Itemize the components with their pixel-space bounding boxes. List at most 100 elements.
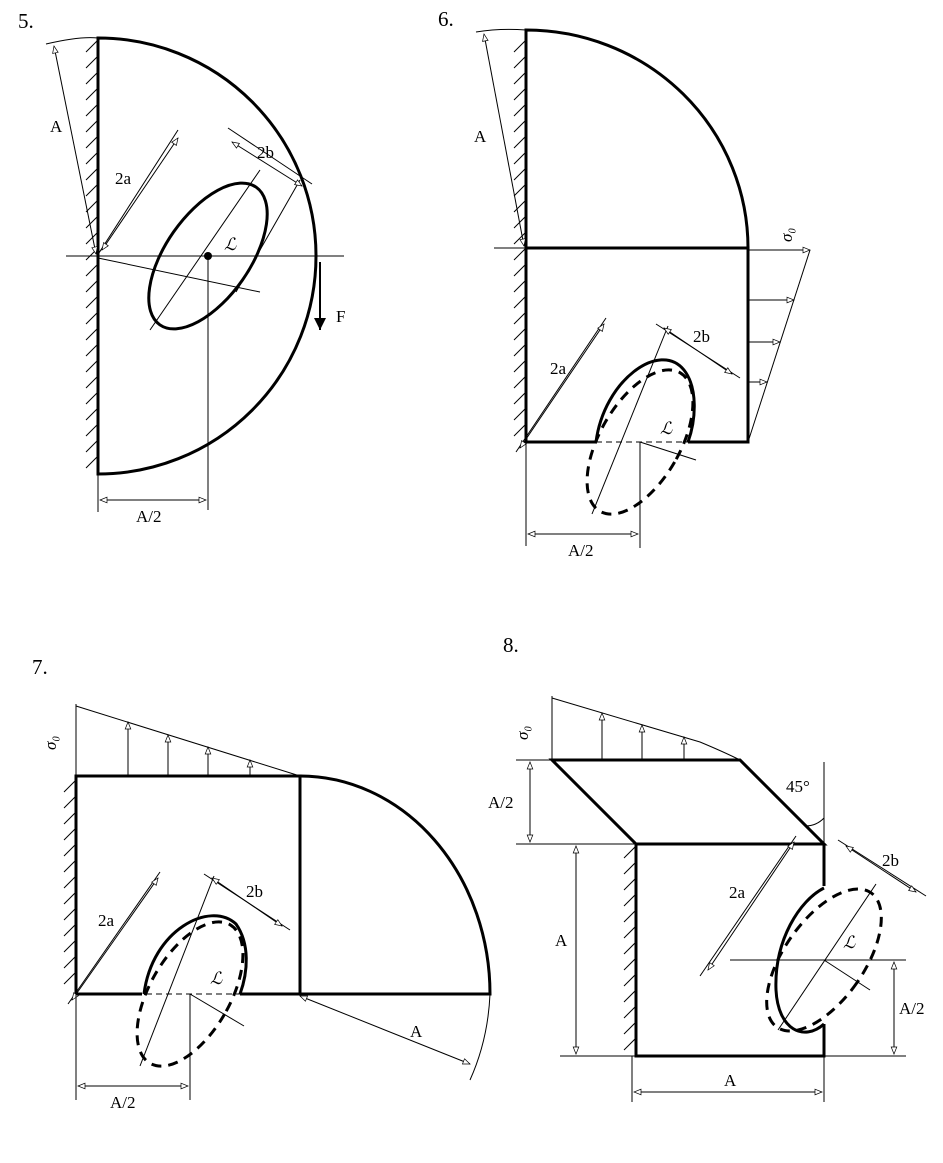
- hatch-line: [63, 859, 77, 873]
- label-sigma: σ₀: [777, 228, 796, 242]
- label-A: A: [474, 127, 487, 146]
- quarter-disc-body: [524, 28, 750, 250]
- hatch-line: [63, 827, 77, 841]
- hatch-line: [85, 439, 99, 453]
- hatch-line: [513, 55, 527, 69]
- hatch-line: [623, 925, 637, 939]
- ext-line: [639, 441, 697, 461]
- hatch-line: [513, 119, 527, 133]
- label-alpha: ℒ: [224, 235, 237, 254]
- distributed-load: [75, 704, 301, 777]
- hatch-line: [63, 971, 77, 985]
- dimension-line-2b: [663, 327, 733, 375]
- extension-arc: [469, 993, 491, 1081]
- hatch-line: [513, 327, 527, 341]
- rectangular-body: [74, 774, 302, 996]
- hatch-line: [513, 295, 527, 309]
- hatch-line: [85, 119, 99, 133]
- hatch-line: [513, 407, 527, 421]
- hatch-line: [513, 151, 527, 165]
- hatch-line: [513, 343, 527, 357]
- hatch-line: [623, 877, 637, 891]
- label-2a: 2a: [729, 883, 746, 902]
- hatch-line: [513, 183, 527, 197]
- label-2b: 2b: [693, 327, 710, 346]
- hatch-line: [85, 343, 99, 357]
- extension-arc: [475, 28, 527, 33]
- hatch-line: [85, 71, 99, 85]
- fixed-wall: [623, 845, 637, 1052]
- figure-number: 7.: [32, 655, 48, 679]
- ext-line: [139, 875, 215, 1067]
- label-2a: 2a: [115, 169, 132, 188]
- ext-line: [97, 257, 261, 293]
- label-2b: 2b: [882, 851, 899, 870]
- hatch-line: [623, 941, 637, 955]
- dimension-line-A: [299, 995, 471, 1065]
- label-half-A-top: A/2: [488, 793, 514, 812]
- dimension-line-2b: [231, 141, 303, 187]
- hatch-line: [85, 87, 99, 101]
- hatch-line: [623, 1005, 637, 1019]
- center-point: [204, 252, 212, 260]
- ext-line: [515, 317, 607, 453]
- ext-line: [189, 993, 245, 1027]
- label-alpha: ℒ: [843, 933, 856, 952]
- hatch-line: [513, 311, 527, 325]
- hatch-line: [623, 1037, 637, 1051]
- dimension-line-2a: [71, 877, 159, 1001]
- label-half-A: A/2: [568, 541, 594, 560]
- hatch-line: [85, 391, 99, 405]
- hatch-line: [85, 103, 99, 117]
- hatch-line: [85, 215, 99, 229]
- label-alpha: ℒ: [660, 419, 673, 438]
- ext-line: [235, 179, 301, 293]
- label-angle: 45°: [786, 777, 810, 796]
- label-A-side: A: [555, 931, 568, 950]
- hatch-line: [623, 909, 637, 923]
- dimension-line-A: [482, 33, 526, 247]
- fixed-wall: [63, 779, 77, 992]
- hatch-line: [85, 151, 99, 165]
- ext-line: [149, 169, 261, 331]
- label-half-A: A/2: [110, 1093, 136, 1112]
- hatch-line: [85, 55, 99, 69]
- hatch-line: [85, 375, 99, 389]
- hatch-line: [513, 359, 527, 373]
- hatch-line: [85, 279, 99, 293]
- hatch-line: [85, 263, 99, 277]
- distributed-load: [747, 246, 811, 443]
- hatch-line: [63, 923, 77, 937]
- hatch-line: [85, 199, 99, 213]
- ext-line: [777, 883, 877, 1031]
- hatch-line: [513, 375, 527, 389]
- distributed-load: [551, 696, 741, 761]
- label-F: F: [336, 307, 345, 326]
- figure-7: 7. σ₀ 2a 2b ℒ: [32, 655, 492, 1112]
- label-2b: 2b: [257, 143, 274, 162]
- label-2a: 2a: [98, 911, 115, 930]
- hatch-line: [623, 1021, 637, 1035]
- half-disc-body: [96, 36, 318, 476]
- hatch-line: [85, 183, 99, 197]
- hatch-line: [85, 455, 99, 469]
- label-alpha: ℒ: [210, 969, 223, 988]
- figure-number: 5.: [18, 9, 34, 33]
- hatch-line: [63, 811, 77, 825]
- hatch-line: [513, 231, 527, 245]
- quarter-disc-body: [299, 774, 492, 996]
- hatch-line: [85, 167, 99, 181]
- ext-line: [591, 325, 669, 515]
- hatch-line: [63, 843, 77, 857]
- label-A-bottom: A: [724, 1071, 737, 1090]
- dimension-line-2b: [845, 845, 917, 893]
- hatch-line: [63, 891, 77, 905]
- hatch-line: [623, 861, 637, 875]
- figure-number: 6.: [438, 7, 454, 31]
- hatch-line: [513, 103, 527, 117]
- hatch-line: [623, 989, 637, 1003]
- hatch-line: [85, 327, 99, 341]
- hatch-line: [85, 311, 99, 325]
- dimension-line-2a: [519, 323, 605, 449]
- hatch-line: [85, 135, 99, 149]
